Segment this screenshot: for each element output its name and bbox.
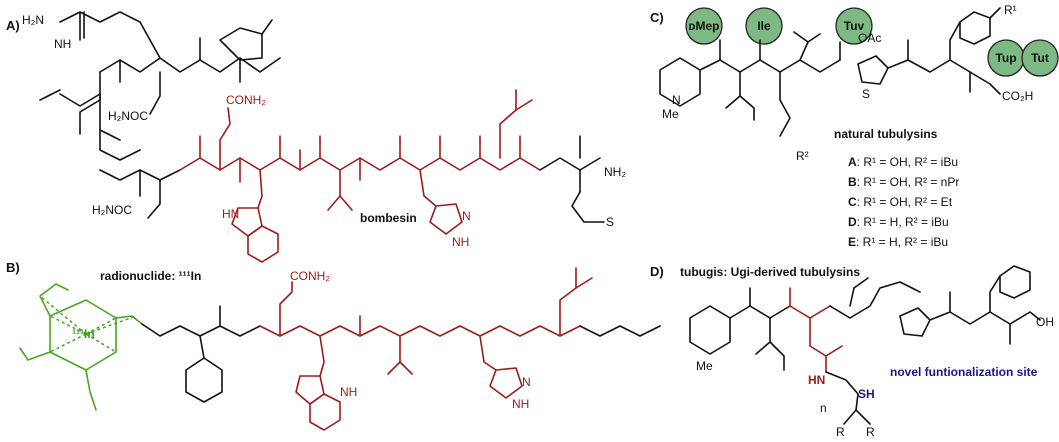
atom-r-right: R bbox=[866, 425, 875, 439]
atom-conh2-b: CONH₂ bbox=[290, 269, 330, 283]
variant-c: C: R¹ = OH, R² = Et bbox=[848, 195, 953, 209]
atom-s-c: S bbox=[862, 87, 870, 101]
variant-list: A: R¹ = OH, R² = iBu B: R¹ = OH, R² = nP… bbox=[848, 155, 959, 249]
atom-sh-d: SH bbox=[858, 387, 875, 401]
badge-tut: Tut bbox=[1021, 39, 1059, 77]
atom-oac: OAc bbox=[858, 31, 881, 45]
tubulysin-name: natural tubulysins bbox=[834, 127, 938, 141]
radiolabeled-peptide bbox=[141, 267, 661, 431]
svg-text:Ile: Ile bbox=[757, 19, 771, 33]
svg-text:Tut: Tut bbox=[1031, 51, 1049, 65]
atom-r2: R² bbox=[796, 149, 809, 163]
panel-a-label: A) bbox=[6, 18, 20, 33]
atom-h2n: H₂N bbox=[22, 13, 44, 27]
dota-chelator bbox=[19, 283, 143, 411]
badge-dmep: ᴅMep bbox=[685, 7, 723, 45]
svg-text:Tup: Tup bbox=[995, 51, 1016, 65]
atom-n-imidazole: N bbox=[462, 209, 471, 223]
atom-conh2: CONH₂ bbox=[226, 93, 266, 107]
atom-n-imidazole-b: N bbox=[522, 375, 531, 389]
tubulysin-structure bbox=[659, 7, 1001, 137]
atom-nh-indole-b: NH bbox=[340, 385, 357, 399]
atom-nh2-terminal: NH₂ bbox=[604, 165, 626, 179]
atom-me-d: Me bbox=[696, 359, 713, 373]
atom-r1: R¹ bbox=[1004, 3, 1017, 17]
atom-nh-imidazole: NH bbox=[452, 235, 469, 249]
atom-h2noc-2: H₂NOC bbox=[92, 203, 132, 217]
variant-e: E: R¹ = H, R² = iBu bbox=[848, 235, 948, 249]
atom-oh-d: OH bbox=[1036, 315, 1054, 329]
atom-hn-d: HN bbox=[808, 373, 825, 387]
tubugi-structure bbox=[689, 265, 1041, 425]
atom-h2noc-1: H₂NOC bbox=[108, 109, 148, 123]
svg-text:Tuv: Tuv bbox=[844, 19, 865, 33]
indium-center: ¹¹¹In bbox=[72, 327, 95, 341]
svg-text:ᴅMep: ᴅMep bbox=[689, 19, 720, 33]
panel-c-label: C) bbox=[650, 10, 664, 25]
badge-ile: Ile bbox=[745, 7, 783, 45]
atom-me-c: Me bbox=[662, 107, 679, 121]
badge-tuv: Tuv bbox=[835, 7, 873, 45]
bombesin-name: bombesin bbox=[360, 211, 417, 225]
atom-hn-indole: HN bbox=[222, 207, 239, 221]
variant-b: B: R¹ = OH, R² = nPr bbox=[848, 175, 959, 189]
variant-a: A: R¹ = OH, R² = iBu bbox=[848, 155, 958, 169]
bombesin-structure bbox=[39, 11, 605, 263]
atom-s: S bbox=[606, 215, 614, 229]
atom-n-c: N bbox=[672, 93, 681, 107]
atom-nh-imine: NH bbox=[54, 37, 71, 51]
panel-b-label: B) bbox=[6, 260, 20, 275]
panel-d-label: D) bbox=[650, 264, 664, 279]
atom-nh-imidazole-b: NH bbox=[512, 397, 529, 411]
radionuclide-label: radionuclide: ¹¹¹In bbox=[100, 269, 201, 283]
atom-co2h: CO₂H bbox=[1002, 89, 1033, 103]
functionalization-site-label: novel funtionalization site bbox=[890, 365, 1038, 379]
atom-r-left: R bbox=[836, 425, 845, 439]
tubugis-name: tubugis: Ugi-derived tubulysins bbox=[680, 265, 860, 279]
variant-d: D: R¹ = H, R² = iBu bbox=[848, 215, 949, 229]
badge-tup: Tup bbox=[987, 39, 1025, 77]
atom-n-subscript: n bbox=[820, 401, 827, 415]
